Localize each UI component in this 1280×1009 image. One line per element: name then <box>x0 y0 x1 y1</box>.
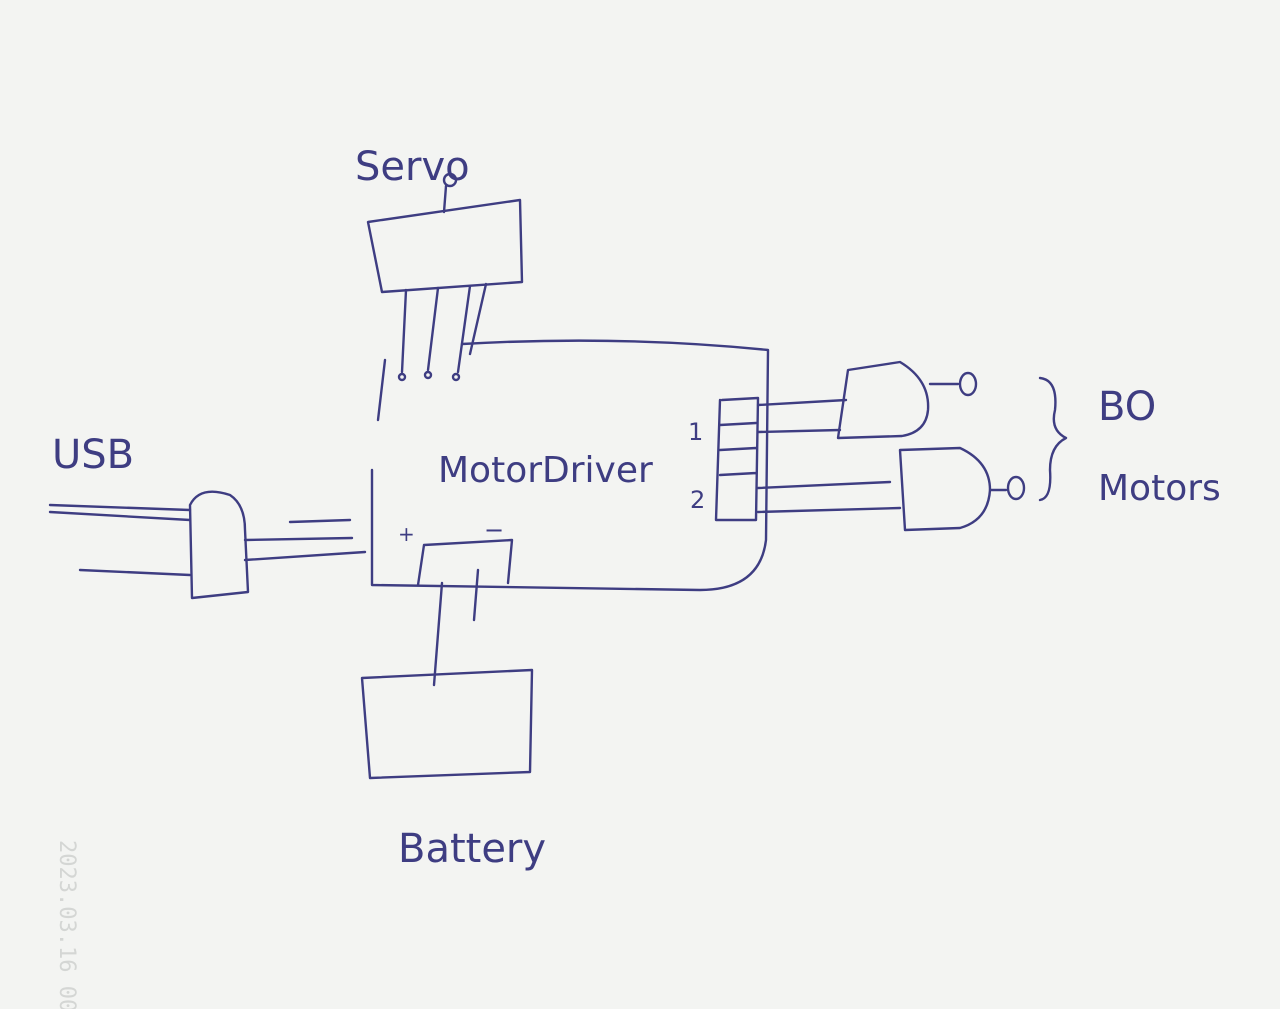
motors-label: Motors <box>1098 468 1221 509</box>
servo: Servo <box>355 144 524 374</box>
bo-label: BO <box>1098 384 1156 430</box>
port-2-label: 2 <box>690 486 705 514</box>
servo-label: Servo <box>355 144 470 190</box>
motor-driver: MotorDriver + − 1 2 <box>370 339 770 592</box>
motors-brace <box>1038 376 1068 502</box>
minus-terminal-label: − <box>484 516 504 544</box>
timestamp-watermark: 2023.03.16 00: <box>54 840 79 1009</box>
motor-driver-label: MotorDriver <box>438 450 653 491</box>
plus-terminal-label: + <box>398 522 415 546</box>
usb-label: USB <box>52 432 134 478</box>
usb-connector: USB <box>48 432 367 600</box>
port-1-label: 1 <box>688 418 703 446</box>
bo-motor-2 <box>756 446 1026 532</box>
bo-motor-1 <box>756 360 978 440</box>
battery: Battery <box>360 568 546 872</box>
battery-label: Battery <box>398 826 546 872</box>
